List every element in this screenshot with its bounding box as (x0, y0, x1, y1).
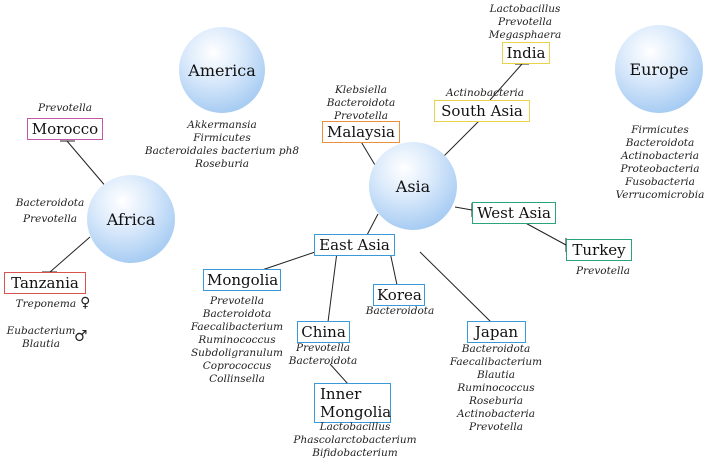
region-asia-node: Asia (369, 142, 457, 230)
korea-taxa: Bacteroidota (365, 305, 435, 317)
country-india-box: India (502, 42, 550, 64)
tanzania-female-taxa: Treponema♀ (15, 295, 91, 311)
japan-taxa: Bacteroidota Faecalibacterium Blautia Ru… (449, 343, 543, 433)
region-africa-label: Africa (106, 209, 156, 229)
morocco-taxa: Prevotella (38, 102, 92, 114)
female-symbol-icon: ♀ (80, 295, 91, 311)
region-america-node: America (179, 27, 265, 113)
link-eastasia-japan (419, 251, 492, 323)
country-mongolia-box: Mongolia (203, 269, 281, 291)
malaysia-taxa: Klebsiella Bacteroidota Prevotella (326, 84, 396, 122)
country-morocco-box: Morocco (27, 118, 103, 140)
country-inner-mongolia-box: Inner Mongolia (314, 383, 391, 423)
china-taxa: Prevotella Bacteroidota (288, 342, 358, 367)
region-europe-label: Europe (629, 59, 689, 79)
link-westasia-turkey (519, 219, 567, 246)
link-eastasia-mongolia (261, 250, 319, 271)
link-africa-tanzania (49, 236, 91, 273)
tanzania-male-taxa: Eubacterium Blautia (6, 325, 76, 350)
region-europe-node: Europe (615, 25, 703, 113)
country-turkey-box: Turkey (566, 239, 632, 261)
turkey-taxa: Prevotella (576, 265, 630, 277)
link-eastasia-korea (389, 251, 398, 286)
subregion-east-asia-box: East Asia (314, 234, 395, 256)
link-southasia-india (489, 63, 523, 101)
region-africa-node: Africa (87, 175, 175, 263)
region-america-label: America (188, 60, 256, 80)
region-asia-label: Asia (395, 176, 431, 196)
link-eastasia-china (327, 251, 338, 323)
link-china-innermongolia (329, 363, 349, 385)
country-japan-box: Japan (467, 321, 526, 343)
subregion-west-asia-box: West Asia (472, 202, 556, 224)
africa-taxa: Bacteroidota Prevotella (15, 197, 85, 225)
south-asia-taxa: Actinobacteria (445, 87, 525, 99)
male-symbol-icon: ♂ (74, 327, 88, 345)
country-malaysia-box: Malaysia (322, 121, 400, 143)
inner-mongolia-taxa: Lactobacillus Phascolarctobacterium Bifi… (293, 421, 417, 459)
link-asia-malaysia (359, 139, 376, 166)
america-taxa: Akkermansia Firmicutes Bacteroidales bac… (144, 119, 300, 170)
subregion-south-asia-box: South Asia (434, 100, 530, 122)
country-tanzania-box: Tanzania (4, 272, 86, 294)
europe-taxa: Firmicutes Bacteroidota Actinobacteria P… (615, 124, 705, 201)
link-asia-eastasia (366, 213, 379, 236)
mongolia-taxa: Prevotella Bacteroidota Faecalibacterium… (190, 295, 284, 385)
link-asia-southasia (439, 119, 481, 161)
country-china-box: China (297, 321, 350, 343)
country-korea-box: Korea (373, 284, 425, 306)
link-asia-westasia (454, 206, 473, 211)
india-taxa: Lactobacillus Prevotella Megasphaera (488, 3, 562, 41)
